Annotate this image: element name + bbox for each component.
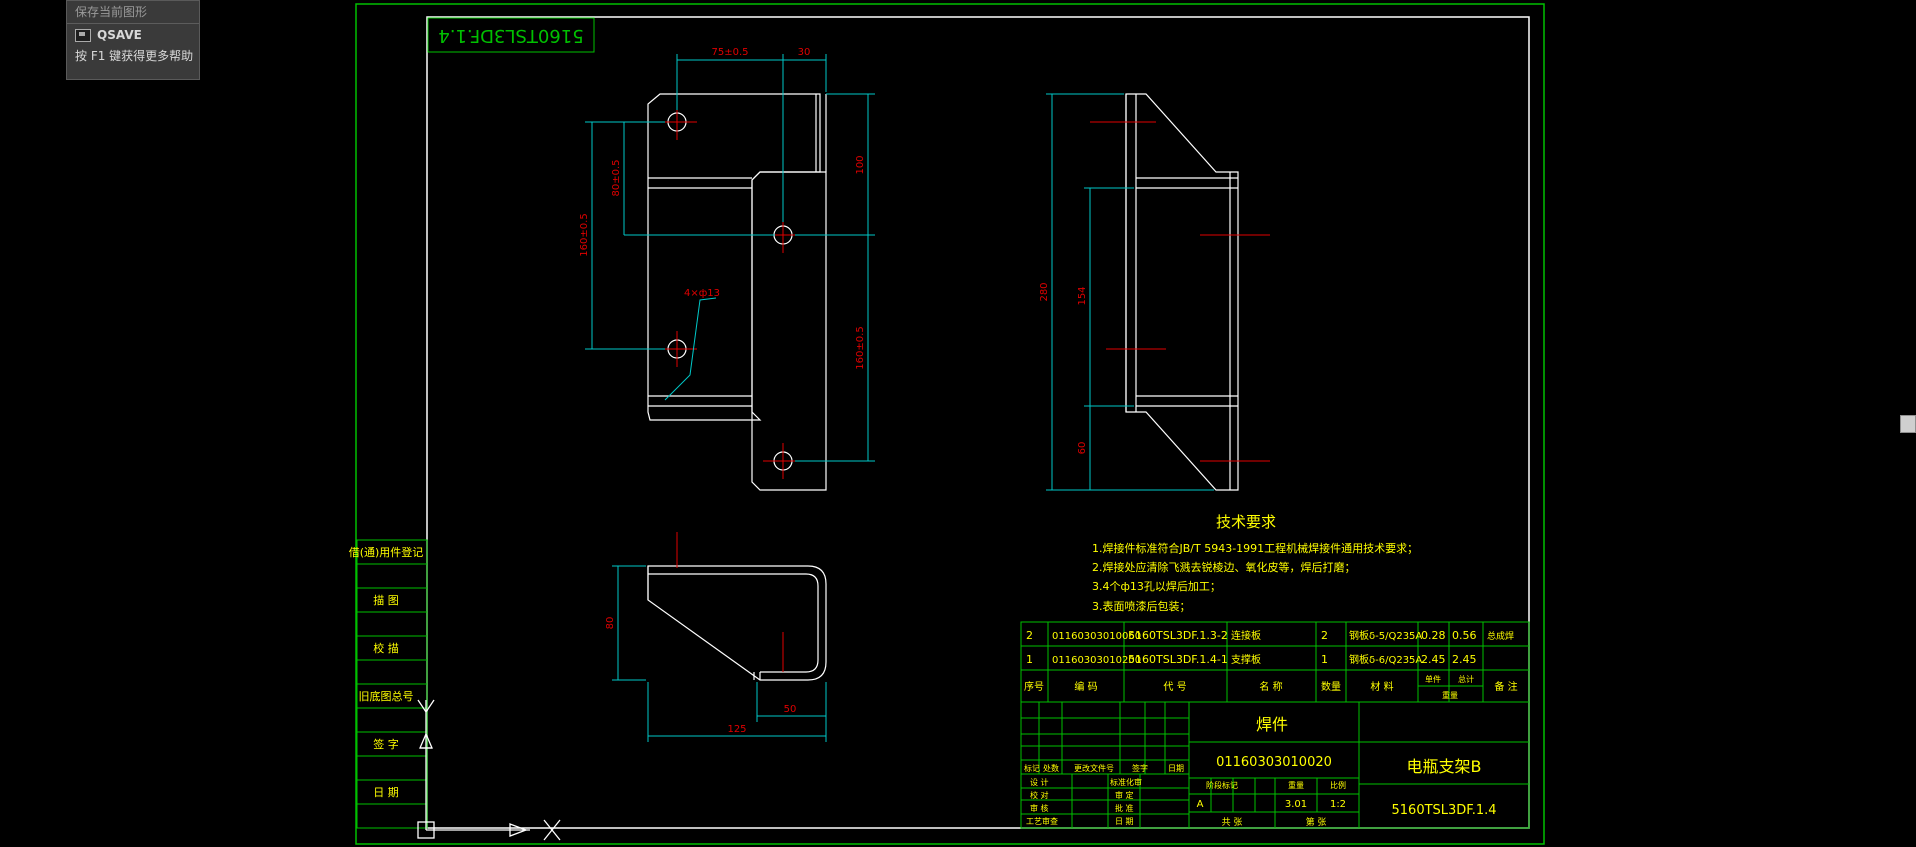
left-revision-strip <box>356 539 428 829</box>
drawing-outer-frame <box>355 3 1545 845</box>
dim-label: 75±0.5 <box>711 47 748 58</box>
bom-header: 数量 <box>1321 680 1341 693</box>
dim-label: 280 <box>1039 282 1050 301</box>
bom-header: 单件 <box>1425 674 1441 684</box>
stage-label: 阶段标记 <box>1206 780 1238 790</box>
dim-label: 80±0.5 <box>611 159 622 196</box>
bom-header: 序号 <box>1024 680 1044 693</box>
front-dimensions <box>585 54 875 462</box>
sign-mid: 批 准 <box>1115 803 1134 813</box>
side-centerlines <box>1090 121 1270 462</box>
strip-label: 借(通)用件登记 <box>349 545 424 559</box>
tooltip-help: 按 F1 键获得更多帮助 <box>75 49 194 63</box>
strip-label: 描 图 <box>373 593 399 607</box>
part-type: 焊件 <box>1256 715 1288 734</box>
rev-header: 更改文件号 <box>1074 763 1114 773</box>
bom-header: 材 料 <box>1370 680 1393 693</box>
strip-label: 旧底图总号 <box>359 689 414 703</box>
bom-cell: 钢板δ-6/Q235A <box>1349 653 1422 666</box>
part-name: 电瓶支架B <box>1407 757 1482 776</box>
corner-title: 5160TSL3DF.1.4 <box>438 25 583 46</box>
bom-cell: 0.56 <box>1452 629 1477 642</box>
tech-req-item: 3.4个ф13孔以焊后加工； <box>1092 579 1221 593</box>
rev-header: 标记 <box>1024 763 1040 773</box>
bom-cell: 01160303010060 <box>1052 631 1141 642</box>
bom-header: 备 注 <box>1494 680 1517 693</box>
command-tooltip: 保存当前图形 QSAVE 按 F1 键获得更多帮助 <box>66 0 200 80</box>
sign-mid: 审 定 <box>1115 790 1134 800</box>
tech-req-item: 2.焊接处应清除飞溅去锐棱边、氧化皮等，焊后打磨； <box>1092 560 1356 574</box>
dim-label: 160±0.5 <box>855 326 866 369</box>
dim-label: 50 <box>784 704 797 715</box>
bottom-dimensions <box>612 565 827 742</box>
bom-cell: 支撑板 <box>1231 653 1261 666</box>
dim-label: 60 <box>1077 442 1088 455</box>
bom-cell: 2 <box>1321 629 1328 642</box>
drawing-inner-frame <box>426 16 1530 829</box>
bom-header: 代 号 <box>1163 681 1186 693</box>
weight-label: 重量 <box>1288 780 1304 790</box>
bom-cell: 5160TSL3DF.1.4-1 <box>1128 653 1228 666</box>
drawing-number: 5160TSL3DF.1.4 <box>1392 803 1497 818</box>
dim-label: 100 <box>855 155 866 174</box>
front-centerlines <box>657 104 803 479</box>
dim-label: 4×ф13 <box>684 288 720 299</box>
title-block <box>1020 701 1530 829</box>
sheet-current: 第 张 <box>1306 816 1327 828</box>
stage-value: A <box>1197 799 1204 810</box>
bom-cell: 01160303010200 <box>1052 655 1141 666</box>
vertical-scrollbar-thumb[interactable] <box>1900 415 1916 433</box>
scale-label: 比例 <box>1330 780 1346 790</box>
sign-row: 校 对 <box>1030 790 1049 800</box>
strip-label: 校 描 <box>373 641 399 655</box>
tech-req-item: 1.焊接件标准符合JB/T 5943-1991工程机械焊接件通用技术要求； <box>1092 541 1418 555</box>
bom-cell: 1 <box>1321 653 1328 666</box>
bom-cell: 2.45 <box>1452 653 1477 666</box>
sign-mid: 标准化审 <box>1110 777 1142 787</box>
side-dimensions <box>1046 93 1214 491</box>
bom-cell: 1 <box>1026 653 1033 666</box>
rev-header: 日期 <box>1168 764 1184 773</box>
save-command-icon <box>75 28 91 42</box>
bom-header: 编 码 <box>1074 680 1097 693</box>
bom-cell: 5160TSL3DF.1.3-2 <box>1128 629 1228 642</box>
dim-label: 160±0.5 <box>579 213 590 256</box>
side-view <box>1125 93 1239 491</box>
sign-row: 设 计 <box>1030 777 1049 787</box>
scale-value: 1:2 <box>1330 799 1346 810</box>
bom-header: 名 称 <box>1259 680 1282 693</box>
sign-row: 工艺审查 <box>1026 816 1058 826</box>
dim-label: 30 <box>798 47 811 58</box>
rev-header: 签字 <box>1132 763 1148 773</box>
ucs-icon <box>417 699 561 841</box>
bom-cell: 钢板δ-5/Q235A <box>1349 629 1422 642</box>
bom-header: 重量 <box>1442 690 1458 700</box>
part-code: 01160303010020 <box>1216 755 1332 770</box>
sheets-total: 共 张 <box>1222 817 1243 828</box>
dim-label: 125 <box>727 724 746 735</box>
bom-cell: 2 <box>1026 629 1033 642</box>
rev-header: 处数 <box>1043 763 1059 773</box>
tooltip-description: 保存当前图形 <box>67 1 199 24</box>
sign-mid: 日 期 <box>1115 817 1134 826</box>
dim-label: 80 <box>605 617 616 630</box>
front-view <box>647 93 827 491</box>
bom-cell: 总成焊 <box>1487 630 1514 642</box>
bottom-view <box>647 565 827 681</box>
weight-value: 3.01 <box>1285 799 1307 810</box>
bottom-centerlines <box>676 532 784 672</box>
strip-label: 签 字 <box>373 737 399 751</box>
bom-header: 总计 <box>1458 674 1474 684</box>
tooltip-command-name: QSAVE <box>97 28 142 42</box>
bom-cell: 2.45 <box>1421 653 1446 666</box>
strip-label: 日 期 <box>373 786 399 799</box>
tech-req-item: 3.表面喷漆后包装； <box>1092 599 1191 613</box>
tooltip-command: QSAVE <box>67 24 199 46</box>
bom-cell: 连接板 <box>1231 629 1261 642</box>
bom-cell: 0.28 <box>1421 629 1446 642</box>
tech-req-title: 技术要求 <box>1216 513 1276 531</box>
dim-label: 154 <box>1077 286 1088 305</box>
sign-row: 审 核 <box>1030 803 1049 813</box>
